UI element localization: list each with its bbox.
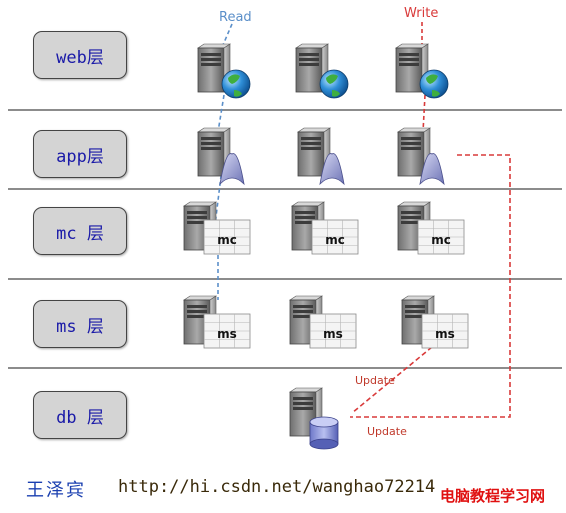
mc-server-icon: mc	[291, 201, 359, 255]
mc-badge: mc	[217, 233, 237, 247]
ms-badge: ms	[217, 327, 237, 341]
layer-label-ms: ms 层	[33, 300, 127, 348]
web-server-icon	[197, 43, 251, 99]
globe-icon	[419, 69, 449, 99]
write-label: Write	[404, 6, 439, 21]
layer-label-db: db 层	[33, 391, 127, 439]
ms-badge: ms	[323, 327, 343, 341]
app-icon	[319, 153, 345, 186]
author-name: 王泽宾	[26, 480, 86, 501]
read-label: Read	[219, 10, 252, 25]
mc-badge: mc	[431, 233, 451, 247]
layer-label-app: app层	[33, 130, 127, 178]
layer-divider	[8, 367, 562, 369]
ms-server-icon: ms	[183, 295, 251, 349]
globe-icon	[319, 69, 349, 99]
update-label-lower: Update	[367, 425, 407, 438]
app-icon	[219, 153, 245, 186]
layer-label-mc: mc 层	[33, 207, 127, 255]
ms-server-icon: ms	[401, 295, 469, 349]
app-server-icon	[297, 127, 345, 186]
update-flow-line-diagonal	[351, 346, 433, 414]
app-server-icon	[197, 127, 245, 186]
ms-badge: ms	[435, 327, 455, 341]
update-label-upper: Update	[355, 374, 395, 387]
layer-label-web: web层	[33, 31, 127, 79]
db-server-icon	[289, 387, 339, 450]
app-server-icon	[397, 127, 445, 186]
ms-server-icon: ms	[289, 295, 357, 349]
web-server-icon	[295, 43, 349, 99]
globe-icon	[221, 69, 251, 99]
update-flow-line-right	[350, 154, 511, 418]
mc-badge: mc	[325, 233, 345, 247]
layer-divider	[8, 278, 562, 280]
web-server-icon	[395, 43, 449, 99]
layer-divider	[8, 109, 562, 111]
database-icon	[309, 416, 339, 428]
site-watermark: 电脑教程学习网	[440, 487, 546, 505]
mc-server-icon: mc	[397, 201, 465, 255]
app-icon	[419, 153, 445, 186]
mc-server-icon: mc	[183, 201, 251, 255]
blog-url[interactable]: http://hi.csdn.net/wanghao72214	[118, 477, 436, 497]
layer-divider	[8, 188, 562, 190]
read-flow-line	[214, 23, 233, 300]
